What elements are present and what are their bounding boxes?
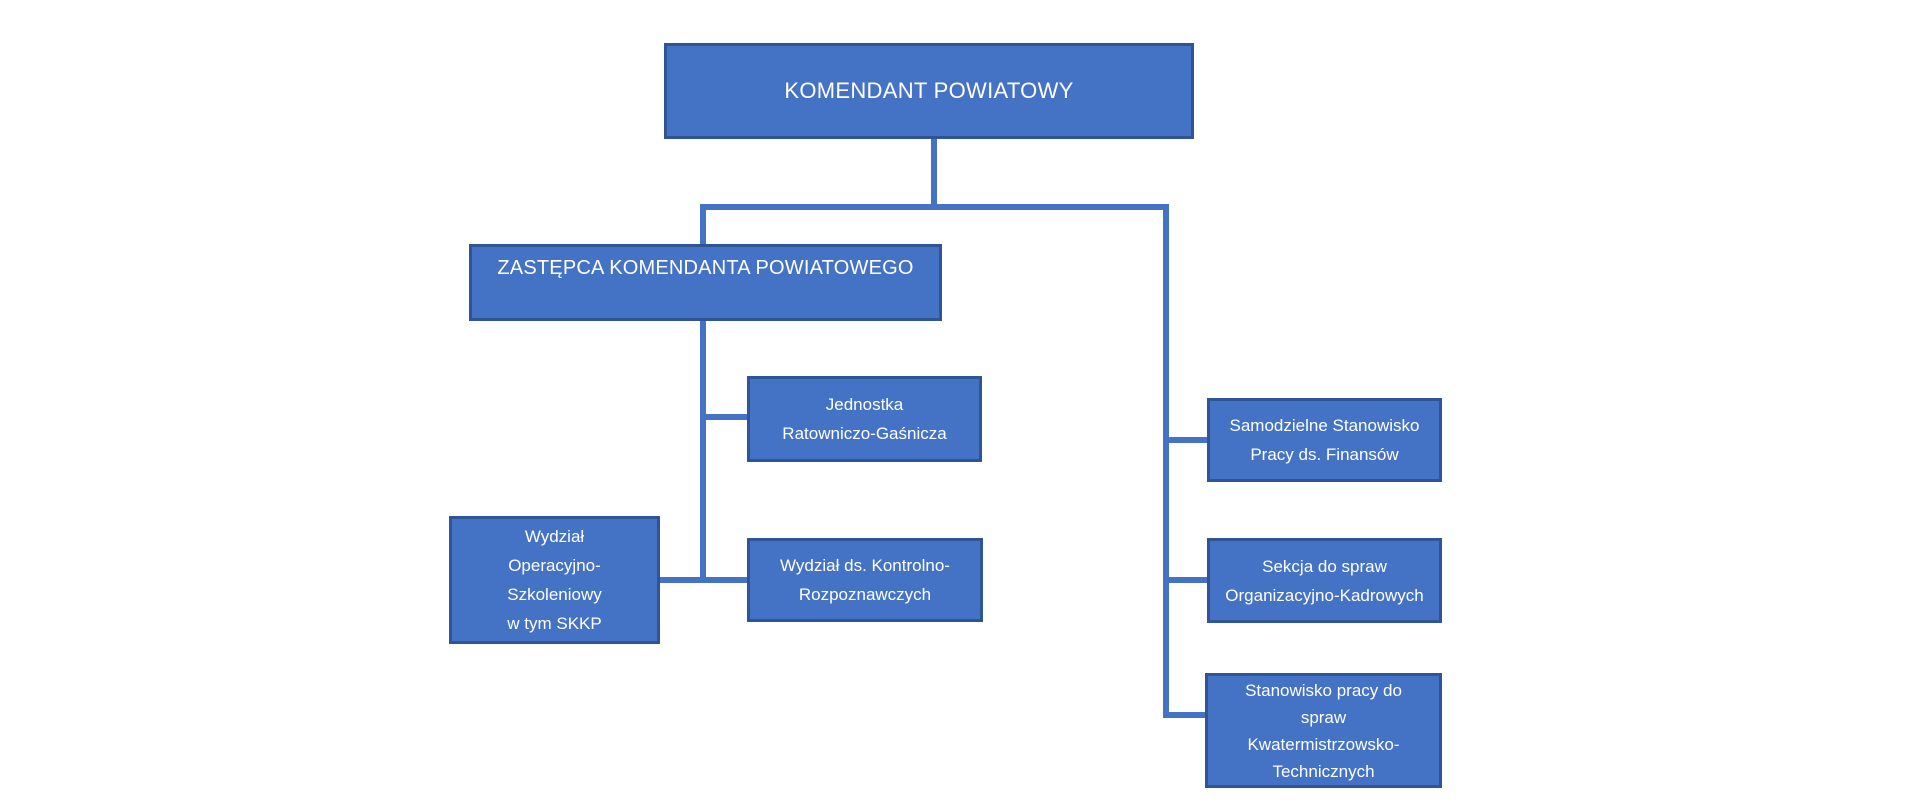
- connector-zastepca-subtree: [700, 321, 706, 583]
- connector-stub-sekcja: [1166, 577, 1209, 583]
- connector-stub-wydzialy: [659, 577, 749, 583]
- node-wydzial-operacyjno-label: Wydział Operacyjno- Szkoleniowy w tym SK…: [507, 527, 602, 633]
- node-sekcja-label: Sekcja do spraw Organizacyjno-Kadrowych: [1225, 556, 1424, 605]
- node-stanowisko-kwatermistrzowsko-techniczne: Stanowisko pracy do spraw Kwatermistrzow…: [1205, 673, 1442, 788]
- node-wydzial-kontrolno-label: Wydział ds. Kontrolno- Rozpoznawczych: [780, 556, 950, 604]
- connector-stub-kwatermistrz: [1166, 712, 1207, 718]
- node-stanowisko-finansow: Samodzielne Stanowisko Pracy ds. Finansó…: [1207, 398, 1442, 482]
- connector-stub-jednostka: [704, 414, 749, 420]
- node-jednostka-label: Jednostka Ratowniczo-Gaśnicza: [782, 395, 947, 443]
- node-komendant-powiatowy: KOMENDANT POWIATOWY: [664, 43, 1194, 139]
- connector-down-to-zastepca: [700, 204, 706, 246]
- node-wydzial-operacyjno-szkoleniowy: Wydział Operacyjno- Szkoleniowy w tym SK…: [449, 516, 660, 644]
- connector-komendant-down: [931, 139, 937, 205]
- node-kwatermistrz-label: Stanowisko pracy do spraw Kwatermistrzow…: [1245, 680, 1402, 781]
- node-wydzial-kontrolno-rozpoznawczy: Wydział ds. Kontrolno- Rozpoznawczych: [747, 538, 983, 622]
- node-komendant-label: KOMENDANT POWIATOWY: [784, 78, 1074, 103]
- node-zastepca-label: ZASTĘPCA KOMENDANTA POWIATOWEGO: [497, 257, 914, 279]
- node-finanse-label: Samodzielne Stanowisko Pracy ds. Finansó…: [1229, 416, 1420, 464]
- connector-stub-finanse: [1166, 437, 1209, 443]
- node-sekcja-organizacyjno-kadrowa: Sekcja do spraw Organizacyjno-Kadrowych: [1207, 538, 1442, 623]
- node-zastepca-komendanta: ZASTĘPCA KOMENDANTA POWIATOWEGO: [469, 244, 942, 321]
- connector-right-branch: [1163, 204, 1169, 718]
- connector-junction-horizontal: [700, 204, 1169, 210]
- node-jednostka-ratowniczo-gasnicza: Jednostka Ratowniczo-Gaśnicza: [747, 376, 982, 462]
